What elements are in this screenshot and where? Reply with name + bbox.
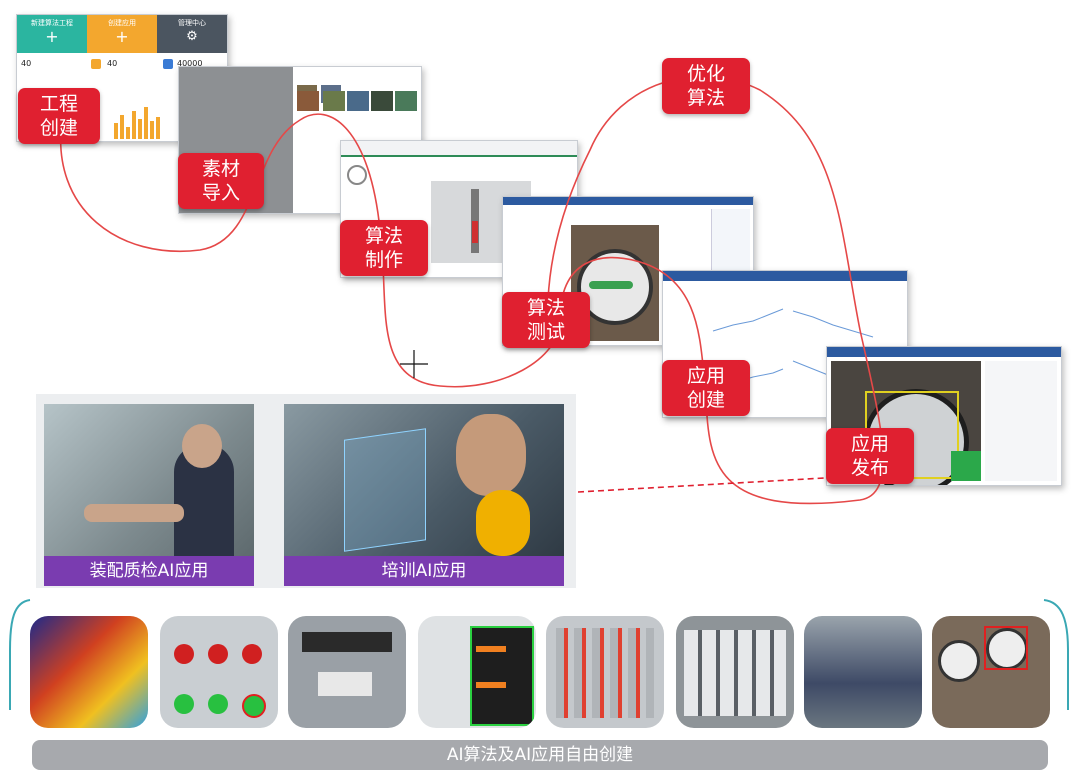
crosshair-icon [400, 350, 428, 378]
editor-tab-bar [341, 141, 577, 157]
tile-admin[interactable]: 管理中心 ⚙ [157, 15, 227, 53]
assembly-case-label: 装配质检AI应用 [44, 556, 254, 586]
tile-create-app[interactable]: 创建应用 + [87, 15, 157, 53]
gallery-terminals[interactable] [546, 616, 664, 728]
app-icon [91, 59, 101, 69]
material-thumb[interactable] [323, 91, 345, 111]
gallery-tank[interactable] [804, 616, 922, 728]
material-thumb[interactable] [347, 91, 369, 111]
assembly-photo [44, 404, 254, 556]
gear-icon: ⚙ [186, 29, 198, 44]
count-apps: 40 [107, 59, 118, 68]
gallery-indicator-lights[interactable] [160, 616, 278, 728]
material-thumb[interactable] [395, 91, 417, 111]
step-algorithm-make[interactable]: 算法 制作 [340, 220, 428, 276]
gallery-connectors[interactable] [418, 616, 536, 728]
publish-settings-panel [985, 361, 1057, 481]
material-thumb[interactable] [297, 91, 319, 111]
step-app-create[interactable]: 应用 创建 [662, 360, 750, 416]
gallery-bracket [9, 599, 1069, 710]
count-total: 40000 [177, 59, 203, 68]
dashboard-bar-chart [114, 107, 160, 139]
gauge-icon [347, 165, 367, 185]
training-photo [284, 404, 564, 556]
gallery-control-panel[interactable] [288, 616, 406, 728]
tile-admin-label: 管理中心 [178, 19, 206, 27]
dashed-connector [577, 477, 825, 493]
tile-new-project-label: 新建算法工程 [31, 19, 73, 27]
plus-icon: + [45, 27, 59, 46]
training-case-label: 培训AI应用 [284, 556, 564, 586]
step-optimize-algorithm[interactable]: 优化 算法 [662, 58, 750, 114]
gallery-breakers[interactable] [676, 616, 794, 728]
window-titlebar [663, 271, 907, 281]
tile-new-project[interactable]: 新建算法工程 + [17, 15, 87, 53]
step-algorithm-test[interactable]: 算法 测试 [502, 292, 590, 348]
window-titlebar [827, 347, 1061, 357]
window-titlebar [503, 197, 753, 205]
flow-path [59, 75, 884, 505]
gallery-pressure-gauges[interactable] [932, 616, 1050, 728]
footer-caption: AI算法及AI应用自由创建 [32, 740, 1048, 770]
plus-icon: + [115, 27, 129, 46]
gallery-thermal[interactable] [30, 616, 148, 728]
material-thumb[interactable] [371, 91, 393, 111]
step-project-create[interactable]: 工程 创建 [18, 88, 100, 144]
flag-icon [163, 59, 173, 69]
step-material-import[interactable]: 素材 导入 [178, 153, 264, 209]
count-projects: 40 [21, 59, 32, 68]
tile-create-app-label: 创建应用 [108, 19, 136, 27]
step-app-publish[interactable]: 应用 发布 [826, 428, 914, 484]
